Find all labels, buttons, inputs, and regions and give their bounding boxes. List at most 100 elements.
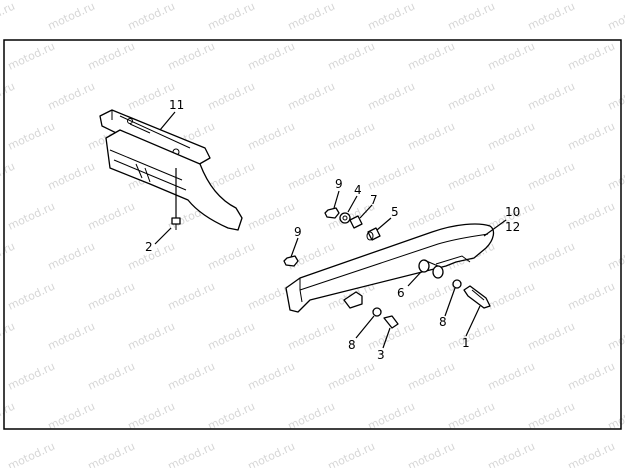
watermark-text: motod.ru: [406, 40, 457, 73]
watermark-text: motod.ru: [6, 120, 57, 153]
label-9-upper: 9: [335, 177, 343, 191]
watermark-text: motod.ru: [486, 40, 537, 73]
watermark-text: motod.ru: [46, 320, 97, 353]
watermark-text: motod.ru: [406, 440, 457, 468]
watermark-text: motod.ru: [406, 360, 457, 393]
watermark-text: motod.ru: [446, 0, 497, 33]
watermark-text: motod.ru: [526, 240, 577, 273]
watermark-text: motod.ru: [526, 80, 577, 113]
watermark-text: motod.ru: [446, 160, 497, 193]
watermark-text: motod.ru: [606, 80, 625, 113]
watermark-text: motod.ru: [166, 360, 217, 393]
watermark-text: motod.ru: [6, 440, 57, 468]
leader-lines: [154, 111, 507, 349]
label-9-left: 9: [294, 225, 302, 239]
watermark-text: motod.ru: [286, 80, 337, 113]
watermark-text: motod.ru: [206, 240, 257, 273]
label-11: 11: [169, 98, 184, 112]
label-3: 3: [377, 348, 385, 362]
watermark-text: motod.ru: [446, 80, 497, 113]
watermark-text: motod.ru: [166, 440, 217, 468]
label-10: 10: [505, 205, 520, 219]
nut-9-left: [283, 255, 299, 267]
watermark-text: motod.ru: [246, 40, 297, 73]
watermark-text: motod.ru: [46, 160, 97, 193]
watermark-text: motod.ru: [606, 0, 625, 33]
watermark-text: motod.ru: [0, 80, 17, 113]
watermark-text: motod.ru: [566, 280, 617, 313]
watermark-text: motod.ru: [86, 360, 137, 393]
watermark-text: motod.ru: [486, 120, 537, 153]
watermark-text: motod.ru: [286, 400, 337, 433]
watermark-text: motod.ru: [6, 40, 57, 73]
label-6: 6: [397, 286, 405, 300]
collar-6: [418, 259, 444, 279]
washer-8-lower: [372, 307, 382, 317]
watermark-text: motod.ru: [206, 0, 257, 33]
watermark-text: motod.ru: [446, 400, 497, 433]
label-1: 1: [462, 336, 470, 350]
bushing-5: [366, 227, 381, 241]
label-8-lower: 8: [348, 338, 356, 352]
watermark-text: motod.ru: [486, 440, 537, 468]
watermark-text: motod.ru: [246, 200, 297, 233]
watermark-text: motod.ru: [606, 240, 625, 273]
upper-chain-guard: [99, 109, 243, 231]
watermark-text: motod.ru: [566, 120, 617, 153]
label-7: 7: [370, 193, 378, 207]
watermark-text: motod.ru: [0, 320, 17, 353]
watermark-text: motod.ru: [86, 40, 137, 73]
spacer-4: [339, 212, 351, 224]
washer-8-right: [452, 279, 462, 289]
watermark-text: motod.ru: [126, 320, 177, 353]
watermark-text: motod.ru: [6, 200, 57, 233]
watermark-text: motod.ru: [0, 160, 17, 193]
watermark-text: motod.ru: [366, 80, 417, 113]
watermark-text: motod.ru: [566, 440, 617, 468]
watermark-text: motod.ru: [286, 0, 337, 33]
watermark-text: motod.ru: [486, 280, 537, 313]
watermark-text: motod.ru: [326, 360, 377, 393]
watermark-text: motod.ru: [0, 240, 17, 273]
bolt-1: [463, 285, 491, 309]
label-2: 2: [145, 240, 153, 254]
watermark-text: motod.ru: [366, 0, 417, 33]
watermark-text: motod.ru: [566, 360, 617, 393]
watermark-text: motod.ru: [246, 440, 297, 468]
watermark-text: motod.ru: [86, 280, 137, 313]
watermark-text: motod.ru: [206, 80, 257, 113]
watermark-text: motod.ru: [366, 160, 417, 193]
label-5: 5: [391, 205, 399, 219]
bushing-7: [349, 215, 363, 229]
watermark-text: motod.ru: [526, 160, 577, 193]
bolt-3: [383, 315, 399, 329]
watermark-text: motod.ru: [246, 360, 297, 393]
watermark-text: motod.ru: [326, 440, 377, 468]
watermark-text: motod.ru: [566, 40, 617, 73]
watermark-text: motod.ru: [206, 320, 257, 353]
label-8-right: 8: [439, 315, 447, 329]
watermark-text: motod.ru: [286, 320, 337, 353]
watermark-text: motod.ru: [286, 160, 337, 193]
watermark-text: motod.ru: [46, 0, 97, 33]
watermark-text: motod.ru: [6, 280, 57, 313]
watermark-text: motod.ru: [526, 0, 577, 33]
watermark-text: motod.ru: [166, 40, 217, 73]
watermark-text: motod.ru: [46, 240, 97, 273]
watermark-text: motod.ru: [6, 360, 57, 393]
watermark-text: motod.ru: [606, 160, 625, 193]
watermark-text: motod.ru: [166, 280, 217, 313]
watermark-text: motod.ru: [606, 320, 625, 353]
label-4: 4: [354, 183, 362, 197]
label-12: 12: [505, 220, 520, 234]
watermark-text: motod.ru: [326, 120, 377, 153]
watermark-text: motod.ru: [366, 400, 417, 433]
watermark-text: motod.ru: [46, 400, 97, 433]
watermark-text: motod.ru: [86, 200, 137, 233]
watermark-text: motod.ru: [46, 80, 97, 113]
watermark-text: motod.ru: [246, 120, 297, 153]
watermark-text: motod.ru: [406, 280, 457, 313]
watermark-text: motod.ru: [86, 440, 137, 468]
